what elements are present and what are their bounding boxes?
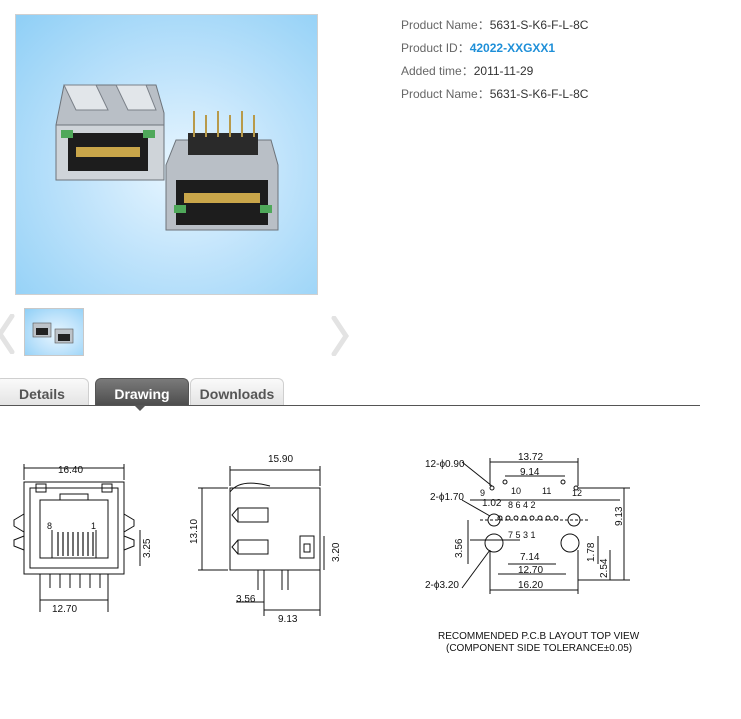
product-name-value-2: 5631-S-K6-F-L-8C [489,87,589,101]
product-id-row: Product ID：42022-XXGXX1 [401,37,588,60]
product-main-image[interactable] [15,14,318,295]
pcb-dim-pitch: 1.02 [482,498,502,509]
pcb-layout-drawing [461,458,630,594]
pcb-dim-254: 2.54 [599,558,610,578]
tab-downloads[interactable]: Downloads [190,378,284,405]
pcb-dim-356: 3.56 [454,538,465,558]
product-name-value: 5631-S-K6-F-L-8C [489,18,589,32]
gallery-next-button[interactable] [328,315,352,357]
tab-details[interactable]: Details [0,378,89,405]
pcb-label-hole-mid: 2-ϕ1.70 [430,492,464,503]
pcb-label-hole-big: 2-ϕ3.20 [425,580,459,591]
side-dim-bottom-b: 9.13 [278,614,298,625]
product-name-label-2: Product Name： [401,87,490,101]
front-dim-top: 16.40 [58,465,83,476]
pcb-pins-row-even: 8 6 4 2 [508,500,536,510]
side-dim-bottom-a: 3.56 [236,594,256,605]
pcb-pin-11: 11 [542,486,551,496]
thumbnail-jacks-icon [32,322,74,344]
front-view-drawing [13,464,141,612]
side-dim-left: 13.10 [189,519,200,544]
pcb-pin-9: 9 [480,488,485,498]
pcb-caption-title: RECOMMENDED P.C.B LAYOUT TOP VIEW [438,631,640,642]
gallery-thumbnail[interactable] [24,308,84,356]
pcb-dim-1372: 13.72 [518,452,543,463]
product-id-label: Product ID： [401,41,470,55]
product-name-label: Product Name： [401,18,490,32]
added-time-label: Added time： [401,64,474,78]
tab-drawing[interactable]: Drawing [95,378,189,405]
chevron-left-icon [0,313,15,355]
technical-drawing: 16.40 12.70 3.25 8 1 15.90 13.10 3.20 [0,440,741,719]
active-tab-caret-icon [135,406,145,411]
front-dim-side: 3.25 [142,538,153,558]
pcb-pin-12: 12 [572,488,582,498]
pcb-dim-714: 7.14 [520,552,540,563]
front-pin-left: 8 [47,521,52,531]
product-name-row-2: Product Name：5631-S-K6-F-L-8C [401,83,588,106]
pcb-pins-row-odd: 7 5 3 1 [508,530,536,540]
front-dim-bottom: 12.70 [52,604,77,615]
pcb-dim-1270: 12.70 [518,565,543,576]
pcb-dim-1620: 16.20 [518,580,543,591]
pcb-dim-914: 9.14 [520,467,540,478]
pcb-label-hole-small: 12-ϕ0.90 [425,459,465,470]
rj45-jacks-photo [55,84,279,231]
side-dim-right: 3.20 [331,542,342,562]
added-time-value: 2011-11-29 [473,64,534,78]
pcb-dim-178: 1.78 [586,542,597,562]
side-view-drawing [198,466,325,616]
added-time-row: Added time：2011-11-29 [401,60,588,83]
product-info: Product Name：5631-S-K6-F-L-8C Product ID… [401,14,588,106]
product-id-value[interactable]: 42022-XXGXX1 [469,41,556,55]
front-pin-right: 1 [91,521,96,531]
side-dim-top: 15.90 [268,454,293,465]
product-name-row: Product Name：5631-S-K6-F-L-8C [401,14,588,37]
pcb-pin-10: 10 [511,486,521,496]
product-tabs: Details Drawing Downloads [0,378,700,406]
chevron-right-icon [331,315,350,357]
pcb-dim-913: 9.13 [614,506,625,526]
pcb-caption-tolerance: (COMPONENT SIDE TOLERANCE±0.05) [446,643,632,654]
gallery-prev-button[interactable] [0,313,18,355]
